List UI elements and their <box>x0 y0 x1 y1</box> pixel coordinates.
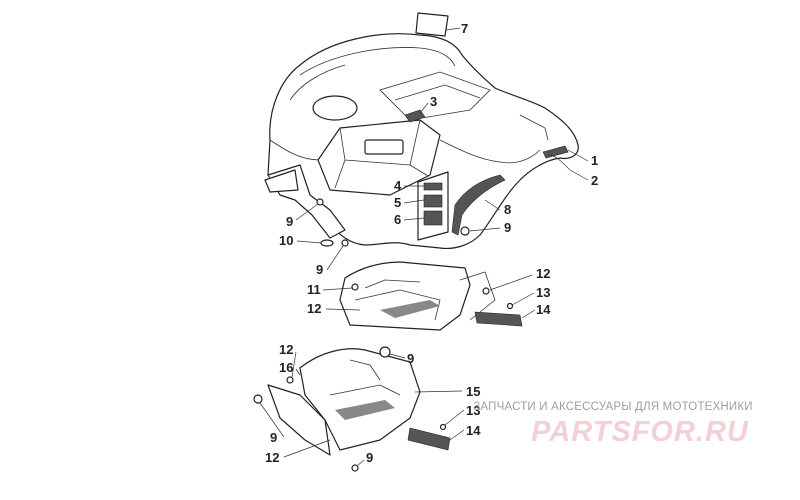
callout-9-bushing: 9 <box>407 351 414 366</box>
callout-1: 1 <box>591 153 598 168</box>
callout-10: 10 <box>279 233 293 248</box>
callout-4: 4 <box>394 178 402 193</box>
callout-14-bottom: 14 <box>466 423 481 438</box>
callout-9-left: 9 <box>286 214 293 229</box>
fastener-9c <box>341 239 349 247</box>
callout-15: 15 <box>466 384 480 399</box>
callout-13-bottom: 13 <box>466 403 480 418</box>
callout-9-bottom: 9 <box>366 450 373 465</box>
rear-rack-plate <box>415 12 449 37</box>
callout-12-top: 12 <box>536 266 550 281</box>
bushing-16 <box>379 346 391 358</box>
fastener-11 <box>351 283 359 291</box>
callout-12-mid: 12 <box>307 301 321 316</box>
storage-compartment <box>317 119 441 196</box>
left-footwell-side <box>267 384 331 456</box>
callout-9-bottom-left: 9 <box>270 430 277 445</box>
callout-labels: 7 3 1 2 4 5 6 8 9 9 10 9 12 13 11 12 14 … <box>265 21 598 465</box>
fender-left-tab <box>264 169 299 193</box>
decal-6 <box>423 210 443 226</box>
fastener-9f <box>351 464 359 472</box>
fastener-13b <box>439 423 447 431</box>
callout-12-left: 12 <box>279 342 293 357</box>
fastener-9e <box>253 394 263 404</box>
fastener-12c <box>286 376 294 384</box>
watermark-brand-logo: PARTSFOR.RU <box>531 416 749 448</box>
callout-11: 11 <box>307 282 321 297</box>
model-side-decal <box>451 174 506 236</box>
right-footwell <box>339 261 471 331</box>
fastener-9b <box>460 226 470 236</box>
callout-3: 3 <box>430 94 437 109</box>
left-footwell-assembly <box>253 346 451 472</box>
callout-14-top: 14 <box>536 302 551 317</box>
callout-16: 16 <box>279 360 293 375</box>
fastener-9a <box>316 198 324 206</box>
callout-9-lower: 9 <box>316 262 323 277</box>
decal-4 <box>423 182 443 191</box>
watermark-caption: ЗАПЧАСТИ И АКСЕССУАРЫ ДЛЯ МОТОТЕХНИКИ <box>473 401 753 413</box>
footrest-14b <box>407 427 451 451</box>
callout-6: 6 <box>394 212 401 227</box>
callout-2: 2 <box>591 173 598 188</box>
callout-9-right: 9 <box>504 220 511 235</box>
callout-13-top: 13 <box>536 285 550 300</box>
fastener-12a <box>482 287 490 295</box>
decal-5 <box>423 194 443 208</box>
left-footwell <box>299 348 421 451</box>
callout-7: 7 <box>461 21 468 36</box>
callout-8: 8 <box>504 202 511 217</box>
footrest-14a <box>474 311 523 327</box>
compartment-latch <box>364 139 404 155</box>
leader-lines <box>259 27 589 467</box>
seat-recess <box>312 95 358 121</box>
callout-12-bottom: 12 <box>265 450 279 465</box>
right-footwell-assembly <box>339 261 523 331</box>
callout-5: 5 <box>394 195 401 210</box>
grommet-10 <box>320 239 334 247</box>
fastener-13a <box>506 302 514 310</box>
rear-fender-assembly <box>264 12 579 250</box>
